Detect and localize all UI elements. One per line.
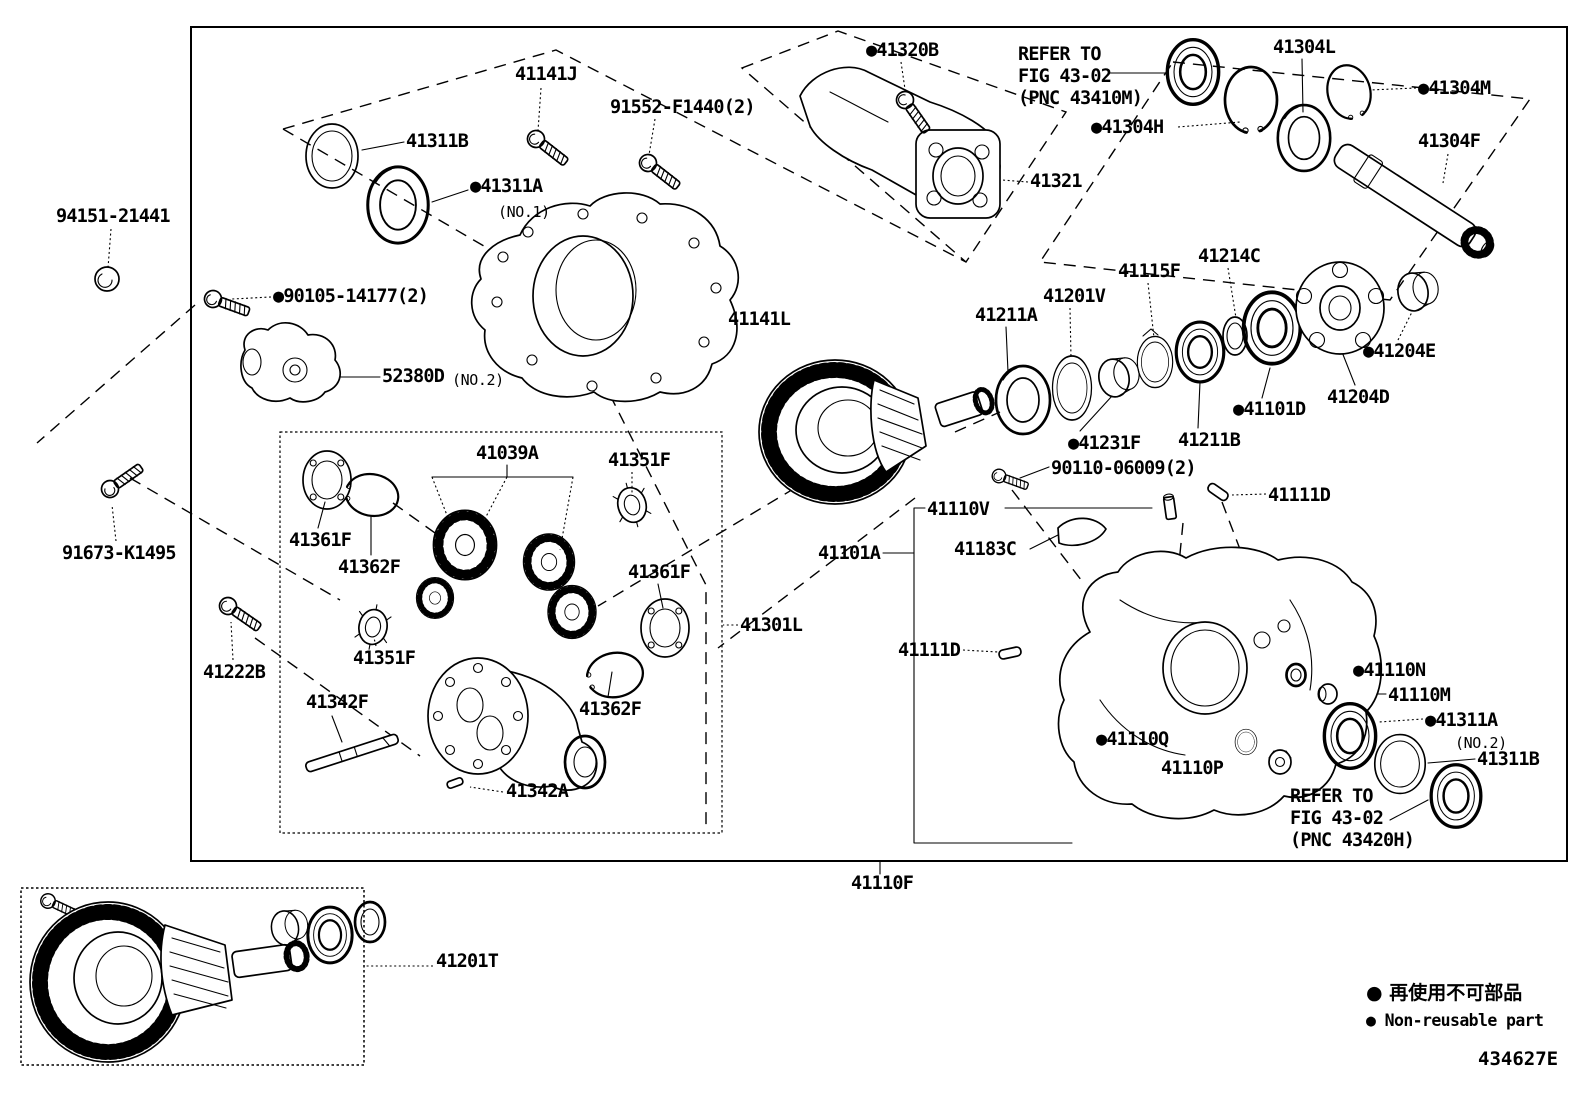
part-label-41342a: 41342A (506, 781, 569, 802)
part-label-41211a: 41211A (975, 305, 1038, 326)
part-label-41320b: ●41320B (866, 40, 939, 61)
part-label-41204d: 41204D (1327, 387, 1390, 408)
part-label-41101a: 41101A (818, 543, 881, 564)
part-label-52380d: 52380D (382, 366, 445, 387)
part-label-41231f: ●41231F (1068, 433, 1141, 454)
part-label-41214c: 41214C (1198, 246, 1261, 267)
legend-non-reusable-en: ● Non-reusable part (1366, 1011, 1544, 1030)
part-label-41039a: 41039A (476, 443, 539, 464)
part-label-41301l: 41301L (740, 615, 803, 636)
part-label-52380d-sub: (NO.2) (452, 371, 504, 389)
part-label-41361f-right: 41361F (628, 562, 691, 583)
part-label-41304h: ●41304H (1091, 117, 1164, 138)
part-label-41110v: 41110V (927, 499, 990, 520)
part-label-41111d-lower: 41111D (898, 640, 961, 661)
part-label-41311a-no1-sub: (NO.1) (498, 203, 550, 221)
part-label-41211b: 41211B (1178, 430, 1241, 451)
leader-lines (107, 58, 1476, 967)
part-label-41201t: 41201T (436, 951, 499, 972)
part-label-41304f: 41304F (1418, 131, 1481, 152)
part-label-41110q: ●41110Q (1096, 729, 1169, 750)
diff-case-kit-group (215, 450, 690, 791)
part-label-41311a-no2-sub: (NO.2) (1455, 734, 1507, 752)
main-frame-box (190, 26, 1568, 862)
part-label-94151-21441: 94151-21441 (56, 206, 171, 227)
part-label-41110n: ●41110N (1353, 660, 1426, 681)
part-label-41362f-lower: 41362F (579, 699, 642, 720)
part-label-refer-fig-43-02-pnc-43410m: REFER TO FIG 43-02 (PNC 43410M) (1018, 44, 1143, 109)
part-label-41311a-no1: ●41311A (470, 176, 543, 197)
part-label-41110p: 41110P (1161, 758, 1224, 779)
part-label-41311b-top: 41311B (406, 131, 469, 152)
part-label-41222b: 41222B (203, 662, 266, 683)
part-label-91673-k1495: 91673-K1495 (62, 543, 177, 564)
part-label-41141l: 41141L (728, 309, 791, 330)
part-label-41110m: 41110M (1388, 685, 1451, 706)
figure-code: 434627E (1478, 1048, 1559, 1070)
output-shaft-group (1165, 37, 1495, 259)
part-label-41183c: 41183C (954, 539, 1017, 560)
pinion-bearing-row (994, 261, 1442, 436)
part-label-41351f-lower: 41351F (353, 648, 416, 669)
part-label-90105-14177: ●90105-14177(2) (273, 286, 429, 307)
part-label-41101d: ●41101D (1233, 399, 1306, 420)
part-label-41362f-left: 41362F (338, 557, 401, 578)
legend-non-reusable-jp: ● 再使用不可部品 (1366, 982, 1523, 1004)
part-label-91552-f1440: 91552-F1440(2) (610, 97, 756, 118)
part-label-41311a-no2: ●41311A (1425, 710, 1498, 731)
part-label-41201v: 41201V (1043, 286, 1106, 307)
final-gear-kit-group (29, 890, 387, 1063)
part-label-41351f-upper: 41351F (608, 450, 671, 471)
carrier-housing-group (989, 466, 1483, 829)
diff-case-kit-box (279, 431, 723, 834)
part-label-41115f: 41115F (1118, 261, 1181, 282)
extension-housing-group (94, 123, 740, 502)
part-label-41141j: 41141J (515, 64, 578, 85)
part-label-41321: 41321 (1030, 171, 1082, 192)
part-label-41110f: 41110F (851, 873, 914, 894)
part-label-41311b-lower: 41311B (1477, 749, 1540, 770)
part-label-90110-06009: 90110-06009(2) (1051, 458, 1197, 479)
part-label-41342f: 41342F (306, 692, 369, 713)
part-label-41304l: 41304L (1273, 37, 1336, 58)
ring-gear-pinion-group (758, 359, 995, 505)
axle-tube-group (799, 66, 1001, 219)
final-gear-kit-box (20, 887, 365, 1066)
part-label-refer-fig-43-02-pnc-43420h: REFER TO FIG 43-02 (PNC 43420H) (1290, 786, 1415, 851)
part-label-41111d-upper: 41111D (1268, 485, 1331, 506)
part-label-41361f-left: 41361F (289, 530, 352, 551)
part-label-41204e: ●41204E (1363, 341, 1436, 362)
part-label-41304m: ●41304M (1418, 78, 1491, 99)
construction-lines (36, 30, 1532, 828)
